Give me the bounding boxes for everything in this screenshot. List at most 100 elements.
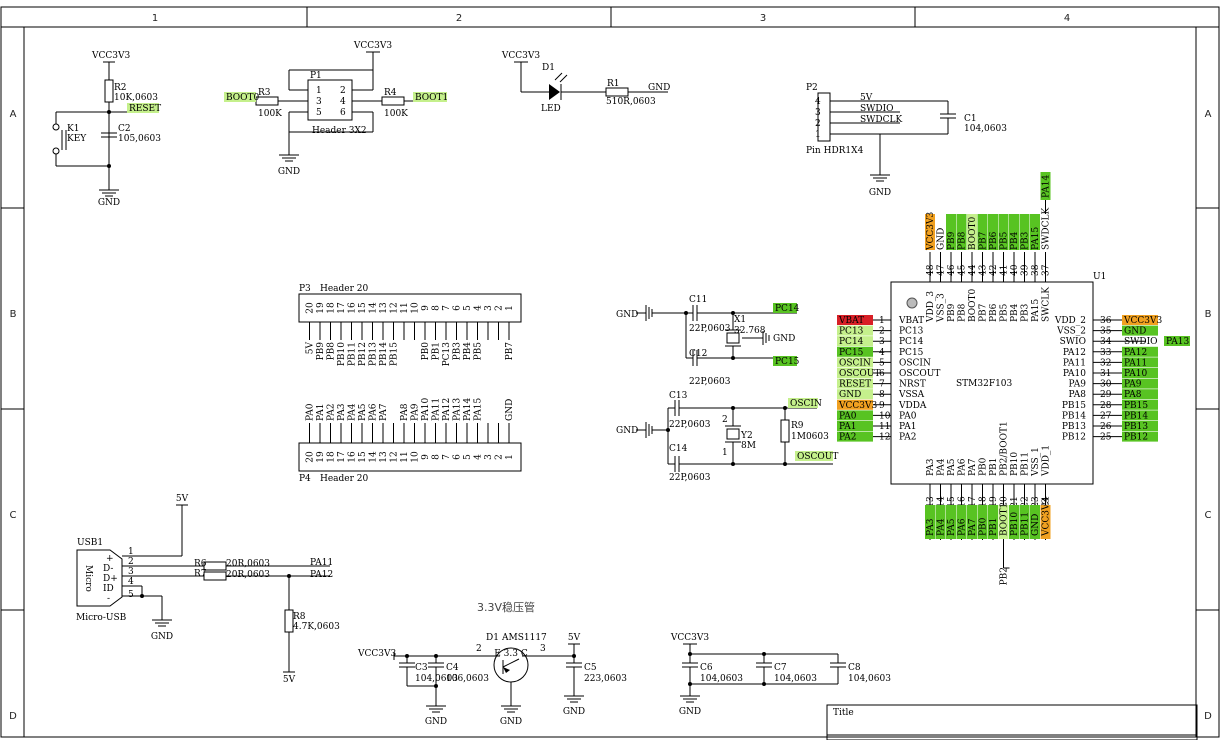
p4-net-1: PA1 [316, 404, 326, 421]
net-tag-bottom-22 [1019, 505, 1030, 539]
net-tag-right-36 [1122, 315, 1158, 325]
p2-body [817, 92, 831, 142]
regulator-title: 3.3V稳压管 [477, 600, 535, 614]
x1-ref: X1 [734, 315, 746, 325]
p3-pin-3: 3 [484, 305, 494, 311]
p1-pin-3: 3 [316, 97, 322, 107]
r1-value: 510R,0603 [606, 97, 656, 107]
net-tag-left-8 [837, 389, 873, 400]
r9-value: 1M0603 [791, 432, 829, 442]
p3-net-12: PB1 [432, 342, 442, 360]
p3-pin-10: 10 [411, 302, 421, 314]
pin-num-3: 3 [879, 337, 885, 347]
pin-num-14: 14 [937, 496, 947, 508]
pin-num-40: 40 [1010, 264, 1020, 276]
pin-num-46: 46 [947, 264, 957, 276]
net-label-bottom-17: PA7 [968, 518, 978, 536]
p4-net-11: PA10 [421, 398, 431, 421]
p4-pin-7: 7 [442, 454, 452, 460]
c14-value: 22P,0603 [669, 473, 711, 483]
pin-name-21: PB10 [1010, 452, 1020, 476]
usb-5v-label: 5V [176, 494, 189, 504]
net-tag-left-10 [837, 410, 873, 421]
net-label-top-43: PB7 [979, 231, 989, 250]
net-label-top-45: PB8 [958, 231, 968, 250]
net-label-right-36: VCC3V3 [1123, 316, 1162, 326]
usb-pin-label-vbus: + [106, 554, 114, 564]
pc14-net-tag [773, 303, 797, 313]
gnd-symbol [870, 174, 890, 182]
net-label-bottom-24: VCC3V3 [1042, 498, 1052, 537]
pin-num-31: 31 [1100, 369, 1111, 379]
pin-name-16: PA6 [958, 458, 968, 476]
net-tag-top-46 [946, 214, 956, 250]
r7-value: 20R,0603 [226, 570, 270, 580]
pin-name-43: PB7 [979, 303, 989, 322]
title-label: Title [833, 708, 854, 718]
boot1-net-tag [413, 92, 447, 102]
usb-pin-5: 5 [128, 590, 134, 600]
pin-num-38: 38 [1031, 264, 1041, 276]
pin-num-26: 26 [1100, 422, 1112, 432]
net-tag-bottom-17 [967, 505, 977, 539]
net-label-bottom-14: PA4 [937, 518, 947, 536]
net-label-left-9: VCC3V3 [838, 401, 877, 411]
boot1-net-label: BOOT1 [415, 93, 448, 103]
x1-value: 32.768 [734, 326, 766, 336]
regulator-circuit: 3.3V稳压管 VCC3V3 C3 104,0603 C4 106,0603 G… [357, 600, 627, 727]
p3-net-1: PB9 [316, 342, 326, 361]
usb-pin-label-dm: D- [103, 564, 113, 574]
p3-net-11: PB0 [421, 342, 431, 361]
p4-net-14: PA13 [453, 398, 463, 421]
net-tag-bottom-20 [998, 505, 1009, 539]
pin-num-21: 21 [1010, 496, 1020, 507]
net-label-right-31: PA10 [1124, 369, 1147, 379]
r3-ref: R3 [258, 88, 271, 98]
r8-value: 4.7K,0603 [293, 622, 340, 632]
usb-pin-2: 2 [128, 557, 134, 567]
usb1-ref: USB1 [77, 538, 103, 548]
r6-value: 20R,0603 [226, 559, 270, 569]
pin-name-45: PB8 [958, 303, 968, 322]
net-tag-left-11 [837, 421, 873, 431]
p3-net-16: PB5 [474, 342, 484, 361]
pin-name-7: NRST [899, 380, 926, 390]
reg-gnd-right: GND [563, 707, 585, 717]
net-label-bottom-13: PA3 [926, 518, 936, 536]
c7-value: 104,0603 [774, 674, 817, 684]
pin-num-17: 17 [968, 496, 978, 508]
pin-name-34: SWIO [1060, 337, 1086, 347]
net-tag-bottom-15 [946, 505, 956, 539]
p3-pin-14: 14 [369, 302, 379, 314]
u1-name: STM32F103 [956, 379, 1013, 389]
pin-num-42: 42 [989, 265, 999, 276]
y2-pin-2: 2 [722, 415, 728, 425]
pin-num-28: 28 [1100, 401, 1112, 411]
p2-name: Pin HDR1X4 [806, 146, 864, 156]
gnd-symbol [279, 154, 299, 162]
net-label-bottom-18: PB0 [979, 517, 989, 536]
pin-name-29: PA8 [1069, 390, 1087, 400]
header-p4: P4 Header 20 20PA019PA118PA217PA316PA415… [298, 398, 522, 484]
gnd-symbol [99, 189, 119, 197]
p3-net-13: PC13 [442, 342, 452, 367]
pin-name-13: PA3 [926, 458, 936, 476]
net-tag-bottom-16 [956, 505, 967, 539]
net-label-right-35: GND [1124, 327, 1146, 337]
pin-name-47: VSS_3 [937, 293, 947, 323]
net-tag-right-28 [1122, 399, 1158, 410]
gnd-symbol [152, 619, 172, 627]
usb-body-label: Micro [83, 565, 93, 592]
row-label-d-right: D [1204, 711, 1212, 722]
pin-name-44: BOOT0 [968, 288, 978, 322]
y2-gnd-label: GND [616, 426, 638, 436]
p4-pin-12: 12 [390, 451, 400, 462]
p4-net-0: PA0 [306, 403, 316, 421]
resistor-r1 [605, 87, 629, 97]
pin-num-45: 45 [958, 264, 968, 276]
led-vcc-label: VCC3V3 [501, 51, 540, 61]
pin-name-17: PA7 [968, 458, 978, 476]
net-label-top-47: GND [937, 228, 947, 250]
net-tag-bottom-23 [1030, 505, 1040, 539]
p3-pin-19: 19 [316, 302, 326, 314]
